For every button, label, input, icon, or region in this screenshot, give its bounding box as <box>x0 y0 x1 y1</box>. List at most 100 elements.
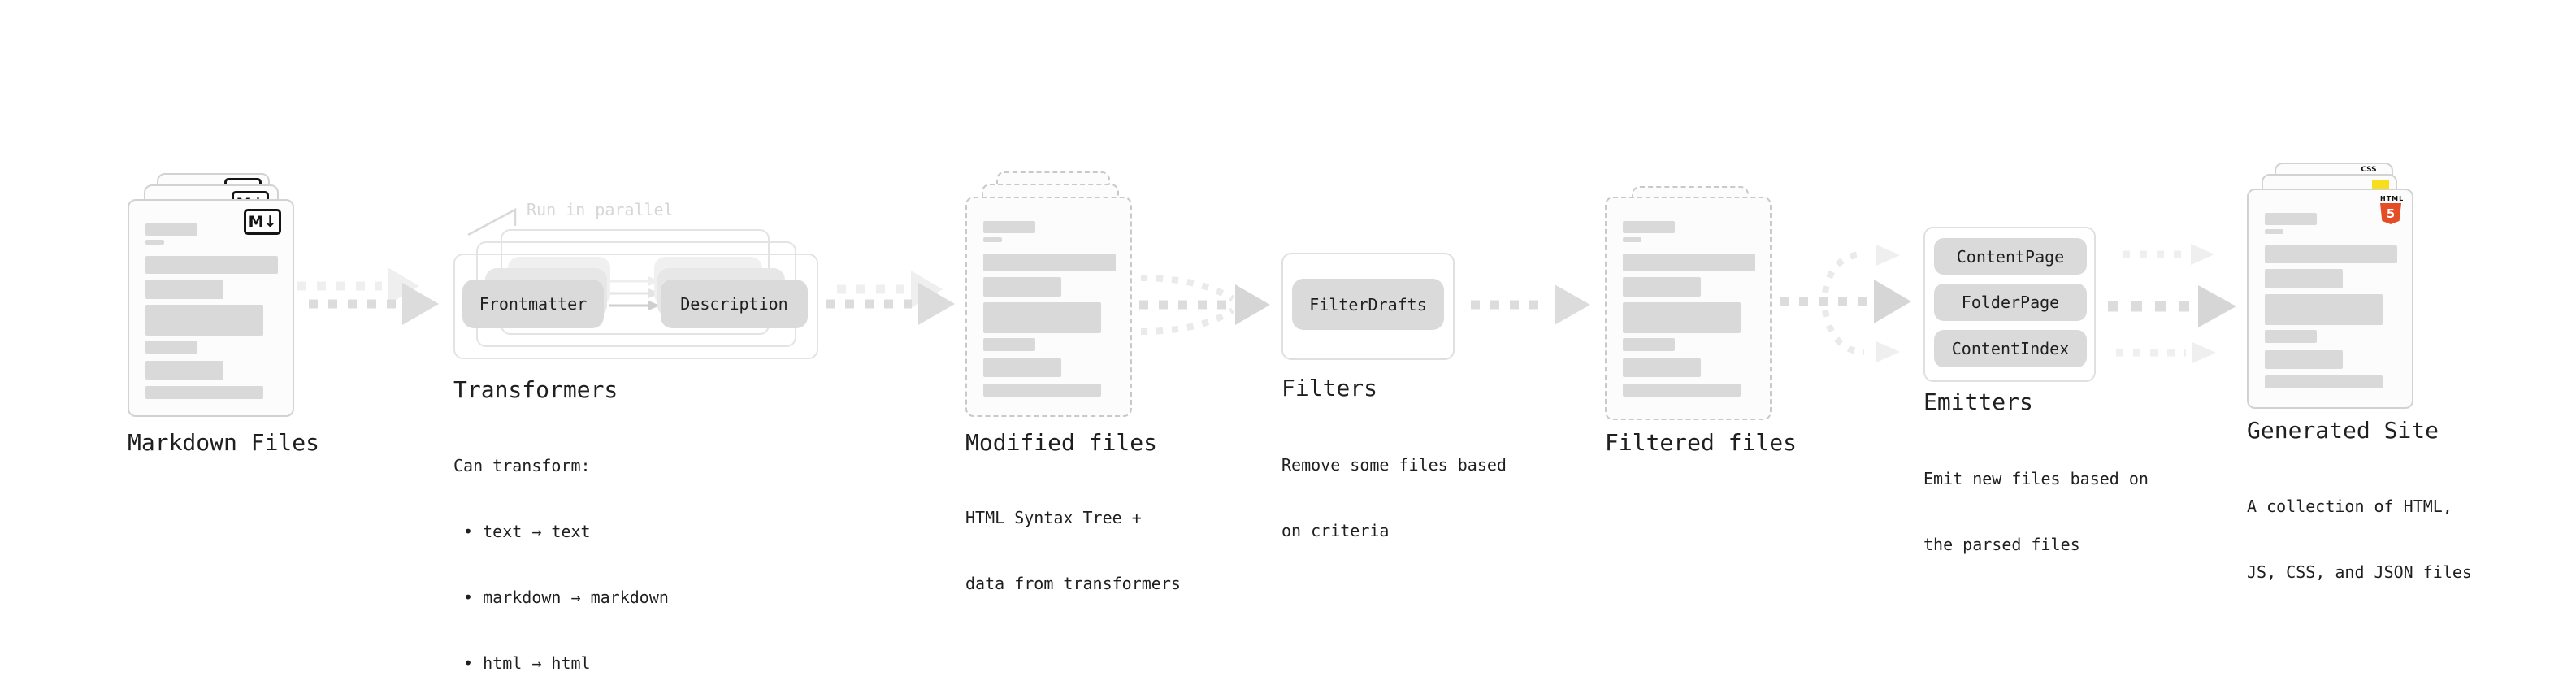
placeholder-text-bar <box>1623 302 1741 333</box>
desc-line: the parsed files <box>1923 535 2080 554</box>
placeholder-text-bar <box>145 240 165 245</box>
desc-line: • text → text <box>453 522 591 541</box>
run-in-parallel-note: Run in parallel <box>527 200 674 219</box>
placeholder-text-bar <box>1623 237 1642 242</box>
placeholder-text-bar <box>145 340 198 354</box>
filtered-files-title: Filtered files <box>1605 429 1798 456</box>
contentindex-pill: ContentIndex <box>1934 330 2087 367</box>
css-underline <box>2355 175 2383 178</box>
description-pill-back <box>654 257 762 306</box>
placeholder-text-bar <box>145 386 264 399</box>
html5-shield: 5 <box>2380 203 2401 224</box>
html5-icon: HTML 5 <box>2380 195 2405 224</box>
filters-title: Filters <box>1281 375 1378 401</box>
js-icon <box>2372 180 2389 190</box>
description-pill-mid <box>657 268 785 317</box>
desc-line: on criteria <box>1281 521 1390 540</box>
html5-word: HTML <box>2380 195 2405 202</box>
placeholder-text-bar <box>1623 338 1676 351</box>
placeholder-text-bar <box>2265 330 2318 343</box>
markdown-doc-back-2: M↓ <box>157 173 270 401</box>
modified-doc-back-1 <box>982 184 1119 216</box>
placeholder-text-bar <box>983 254 1117 271</box>
placeholder-text-bar <box>1623 254 1756 271</box>
filters-container <box>1281 253 1455 360</box>
generated-site-title: Generated Site <box>2247 417 2439 444</box>
placeholder-text-bar <box>145 305 264 336</box>
document-text-placeholder <box>2265 213 2399 388</box>
arrow-modified-to-filters <box>1139 275 1270 335</box>
frontmatter-pill: Frontmatter <box>462 280 604 328</box>
modified-doc-back-2 <box>996 171 1110 204</box>
markdown-files-title: Markdown Files <box>128 429 320 456</box>
desc-line: Can transform: <box>453 456 591 475</box>
frontmatter-pill-mid <box>485 268 607 317</box>
document-text-placeholder <box>983 221 1117 397</box>
generated-doc-js <box>2262 174 2397 401</box>
desc-line: Remove some files based <box>1281 455 1507 475</box>
placeholder-text-bar <box>2265 375 2383 388</box>
css-label: CSS <box>2361 166 2377 174</box>
emitters-container <box>1923 227 2096 382</box>
transformer-pill-arrows <box>609 276 660 310</box>
arrows-emitters-to-generated <box>2108 244 2236 363</box>
folderpage-pill: FolderPage <box>1934 284 2087 321</box>
css-icon: CSS <box>2355 167 2383 178</box>
transformers-description: Can transform: • text → text • markdown … <box>453 411 669 681</box>
placeholder-text-bar <box>2265 350 2343 369</box>
html5-digit: 5 <box>2386 206 2396 221</box>
arrow-filtered-to-emitters-fanout <box>1780 245 1911 362</box>
filtered-doc-back <box>1632 186 1749 219</box>
transformer-container-mid <box>476 241 796 347</box>
generated-doc-css: CSS <box>2275 163 2393 390</box>
modified-files-description: HTML Syntax Tree + data from transformer… <box>965 463 1181 639</box>
placeholder-text-bar <box>145 256 279 274</box>
desc-line: A collection of HTML, <box>2247 497 2452 516</box>
contentpage-pill: ContentPage <box>1934 238 2087 275</box>
filterdrafts-pill: FilterDrafts <box>1292 279 1444 330</box>
placeholder-text-bar <box>983 302 1102 333</box>
markdown-icon: M↓ <box>244 209 281 235</box>
desc-line: • html → html <box>453 653 591 673</box>
placeholder-text-bar <box>145 361 223 380</box>
transformers-title: Transformers <box>453 376 618 403</box>
transformer-container-back <box>501 229 770 335</box>
placeholder-text-bar <box>2265 229 2284 234</box>
filters-description: Remove some files based on criteria <box>1281 410 1507 586</box>
placeholder-text-bar <box>1623 277 1701 297</box>
placeholder-text-bar <box>2265 213 2318 225</box>
arrow-filters-to-filtered <box>1471 284 1590 325</box>
description-pill: Description <box>661 280 808 328</box>
markdown-icon: M↓ <box>224 178 262 204</box>
desc-line: JS, CSS, and JSON files <box>2247 562 2472 582</box>
frontmatter-pill-back <box>508 257 610 306</box>
placeholder-text-bar <box>2265 294 2383 325</box>
markdown-doc-back-1: M↓ <box>144 184 279 412</box>
placeholder-text-bar <box>983 338 1036 351</box>
filtered-doc-front <box>1605 197 1772 420</box>
placeholder-text-bar <box>145 280 223 299</box>
emitters-description: Emit new files based on the parsed files <box>1923 424 2149 600</box>
modified-files-title: Modified files <box>965 429 1158 456</box>
placeholder-text-bar <box>2265 269 2343 288</box>
placeholder-text-bar <box>983 237 1003 242</box>
emitters-title: Emitters <box>1923 388 2033 415</box>
desc-line: data from transformers <box>965 574 1181 593</box>
desc-line: HTML Syntax Tree + <box>965 508 1142 527</box>
markdown-doc-front: M↓ <box>128 199 294 417</box>
generated-site-description: A collection of HTML, JS, CSS, and JSON … <box>2247 452 2472 627</box>
arrow-markdown-to-transformers <box>297 267 439 325</box>
modified-doc-front <box>965 197 1132 417</box>
placeholder-text-bar <box>983 384 1102 397</box>
placeholder-text-bar <box>983 221 1036 233</box>
document-text-placeholder <box>145 223 280 399</box>
generated-doc-html: HTML 5 <box>2247 189 2413 409</box>
arrow-transformers-to-modified <box>826 271 955 325</box>
